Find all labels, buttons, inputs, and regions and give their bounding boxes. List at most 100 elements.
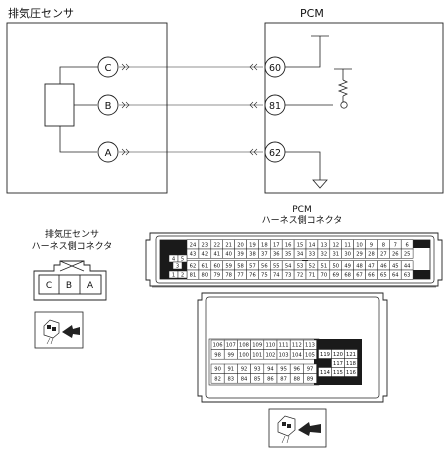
pin-cell: 114 [318, 367, 332, 377]
pin-cell: 38 [246, 248, 259, 259]
pin-label: 1 [172, 272, 175, 278]
pin-cell: 66 [365, 269, 378, 280]
pin-cell: 3 [172, 261, 183, 269]
pin-label: 92 [241, 367, 248, 373]
pin-label: 102 [265, 352, 275, 358]
pin-cell: 6 [400, 239, 414, 250]
pin-label: 21 [225, 242, 232, 248]
pin-label: 76 [249, 273, 256, 279]
pin-label: 54 [285, 263, 292, 269]
pin-label: 87 [280, 376, 287, 382]
svg-text:62: 62 [269, 148, 281, 159]
pin-label: 83 [227, 376, 234, 382]
pin-label: 10 [356, 242, 363, 248]
pin-label: 117 [333, 361, 343, 367]
pin-cell: 112 [289, 339, 304, 350]
sensor-pin-c: C [97, 56, 119, 78]
pin-cell: 57 [246, 260, 259, 271]
pin-label: 88 [293, 376, 300, 382]
pin-cell: 68 [341, 269, 354, 280]
sensor-connector-pin-b: B [66, 281, 72, 291]
pin-label: 36 [273, 252, 280, 258]
pin-label: 96 [293, 367, 300, 373]
pin-cell: 87 [276, 373, 291, 384]
pin-cell: 46 [377, 260, 390, 271]
pin-label: 46 [380, 263, 387, 269]
pin-label: 67 [356, 273, 363, 279]
sensor-connector-pin-c: C [46, 281, 52, 291]
pin-label: 112 [292, 343, 302, 349]
pin-cell: 14 [305, 239, 319, 250]
svg-text:B: B [105, 101, 112, 112]
pin-cell: 9 [365, 239, 378, 250]
pin-cell: 48 [353, 260, 366, 271]
pin-label: 111 [279, 343, 289, 349]
pin-cell: 90 [210, 363, 225, 374]
pin-cell: 61 [198, 260, 212, 271]
pin-cell: 116 [344, 367, 358, 377]
pin-label: 34 [297, 252, 304, 258]
pin-label: 120 [333, 352, 343, 358]
pin-label: 100 [239, 352, 249, 358]
pin-label: 81 [190, 273, 197, 279]
pin-label: 118 [346, 361, 356, 367]
pin-label: 116 [346, 370, 356, 376]
pin-label: 71 [309, 273, 316, 279]
pin-label: 41 [213, 252, 220, 258]
pcm-internal-wiring [285, 35, 333, 180]
svg-text:A: A [105, 148, 112, 159]
pin-cell: 39 [234, 248, 247, 259]
pin-cell: 17 [270, 239, 283, 250]
pin-cell: 107 [223, 339, 238, 350]
pin-label: 68 [344, 273, 351, 279]
pin-cell: 15 [293, 239, 307, 250]
pin-cell: 51 [317, 260, 331, 271]
pin-label: 45 [392, 263, 399, 269]
pin-cell: 89 [303, 373, 317, 384]
pin-label: 82 [214, 376, 221, 382]
sensor-box [6, 22, 168, 194]
svg-text:C: C [105, 63, 112, 74]
pin-cell: 63 [400, 269, 414, 280]
svg-text:81: 81 [269, 101, 281, 112]
pin-cell: 56 [258, 260, 271, 271]
pin-label: 63 [404, 273, 411, 279]
pin-cell: 72 [293, 269, 307, 280]
pin-label: 65 [380, 273, 387, 279]
pin-cell: 95 [276, 363, 291, 374]
svg-text:60: 60 [269, 63, 281, 74]
pin-label: 43 [190, 252, 197, 258]
pin-label: 106 [213, 343, 223, 349]
pin-cell: 28 [365, 248, 378, 259]
pin-cell: 77 [234, 269, 247, 280]
pin-label: 9 [370, 242, 373, 248]
pin-cell: 106 [210, 339, 225, 350]
pin-label: 50 [332, 263, 339, 269]
pin-cell: 73 [281, 269, 295, 280]
pin-label: 35 [285, 252, 292, 258]
pin-cell: 64 [389, 269, 402, 280]
pin-cell: 101 [250, 349, 265, 360]
pin-label: 60 [213, 263, 220, 269]
pin-cell: 54 [281, 260, 295, 271]
pin-label: 31 [332, 252, 339, 258]
pin-label: 86 [267, 376, 274, 382]
pin-cell: 93 [250, 363, 265, 374]
pin-label: 90 [214, 367, 221, 373]
pin-cell: 75 [258, 269, 271, 280]
pin-label: 101 [252, 352, 262, 358]
pin-cell: 119 [318, 349, 332, 359]
pin-cell: 91 [223, 363, 238, 374]
pin-cell: 34 [293, 248, 307, 259]
pin-cell: 35 [281, 248, 295, 259]
pin-cell: 80 [198, 269, 212, 280]
pin-label: 66 [368, 273, 375, 279]
pin-cell: 98 [210, 349, 225, 360]
pin-cell: 78 [222, 269, 235, 280]
pin-label: 51 [321, 263, 328, 269]
pin-label: 56 [261, 263, 268, 269]
pin-cell: 43 [186, 248, 200, 259]
pcm-pin-62: 62 [264, 141, 286, 163]
pin-label: 69 [332, 273, 339, 279]
pin-cell: 97 [303, 363, 317, 374]
